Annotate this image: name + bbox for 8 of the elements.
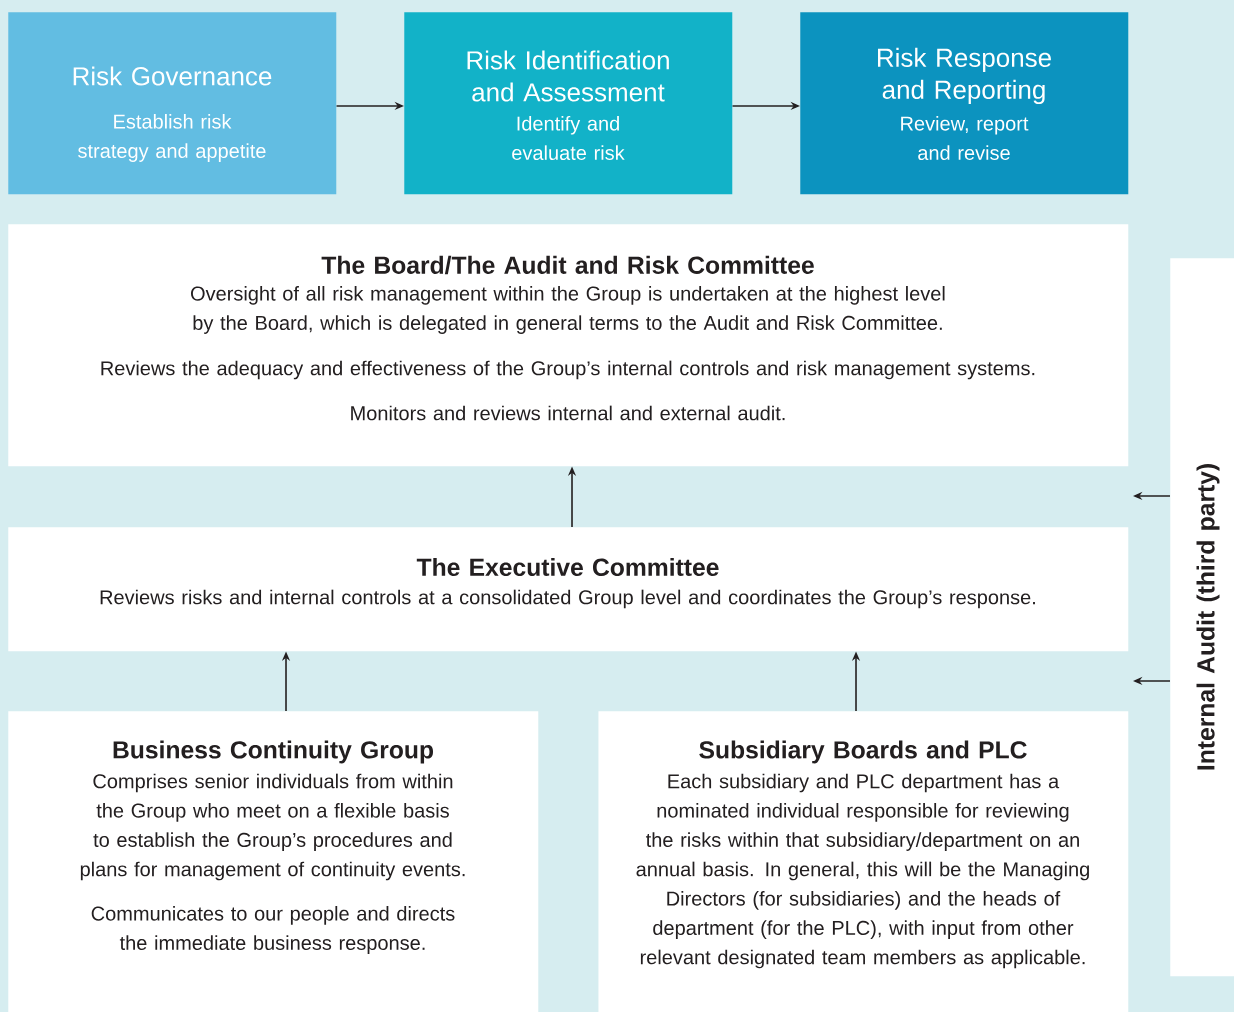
stage-box: Risk Governance Establish risk strategy and appetite [8, 12, 337, 195]
committee-box: The Executive Committee Reviews risks and internal controls at a consolidated Group level and coordinates the Group’s response. [8, 527, 1129, 652]
committee-box: Business Continuity Group Comprises senior individuals from within the Group who meet on a flexible basis to establish the Group’s procedures and plans for management of continuity events. Communicates to our people and directs the immediate business response. [8, 711, 539, 1012]
side-panel: Internal Audit (third party) [1170, 258, 1234, 977]
committee-box: Subsidiary Boards and PLC Each subsidiary and PLC department has a nominated individual responsible for reviewing the risks within that subsidiary/department on an annual basis. In general, this will be the Managing Directors (for subsidiaries) and the heads of department (for the PLC), with input from other relevant designated team members as applicable. [598, 711, 1129, 1012]
committee-box: The Board/The Audit and Risk Committee Oversight of all risk management within the Group is undertaken at the highest level by the Board, which is delegated in general terms to the Audit and Risk Committee. Reviews the adequacy and effectiveness of the Group’s internal controls and risk management systems. Monitors and reviews internal and external audit. [8, 224, 1129, 467]
stage-box: Risk Identification and Assessment Identify and evaluate risk [404, 12, 733, 195]
stage-box: Risk Response and Reporting Review, report and revise [800, 12, 1129, 195]
